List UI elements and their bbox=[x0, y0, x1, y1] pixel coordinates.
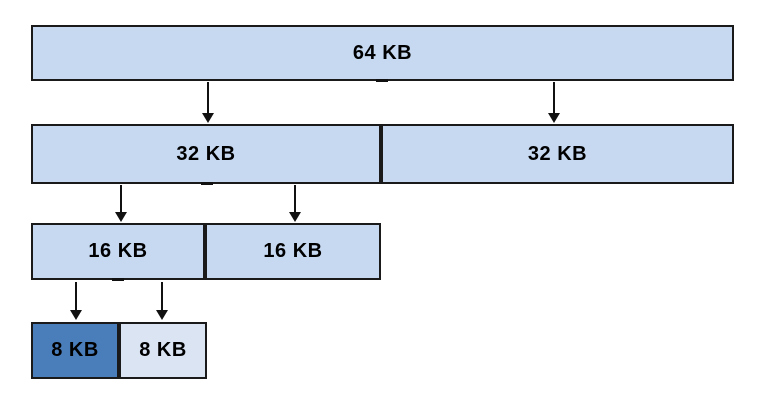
arrow-head-icon bbox=[289, 212, 301, 222]
split-arrow-16-to-8-right bbox=[156, 282, 168, 320]
arrow-head-icon bbox=[156, 310, 168, 320]
connector-stub bbox=[376, 79, 388, 82]
arrow-shaft bbox=[161, 282, 163, 312]
block-8kb-allocated: 8 KB bbox=[31, 322, 119, 379]
arrow-shaft bbox=[120, 185, 122, 214]
split-arrow-16-to-8-left bbox=[70, 282, 82, 320]
split-arrow-64-to-32-left bbox=[202, 82, 214, 123]
arrow-shaft bbox=[75, 282, 77, 312]
block-32kb-right-label: 32 KB bbox=[527, 142, 588, 165]
split-arrow-32-to-16-left bbox=[115, 185, 127, 222]
block-16kb-left-label: 16 KB bbox=[88, 240, 148, 262]
block-8kb-free: 8 KB bbox=[119, 322, 207, 379]
block-8kb-allocated-label: 8 KB bbox=[51, 339, 99, 361]
block-64kb-label: 64 KB bbox=[352, 41, 413, 64]
arrow-head-icon bbox=[70, 310, 82, 320]
block-8kb-free-label: 8 KB bbox=[139, 339, 187, 361]
block-16kb-left: 16 KB bbox=[31, 223, 205, 280]
arrow-head-icon bbox=[548, 113, 560, 123]
block-32kb-left-label: 32 KB bbox=[176, 142, 236, 165]
split-arrow-64-to-32-right bbox=[548, 82, 560, 123]
arrow-shaft bbox=[553, 82, 555, 115]
arrow-head-icon bbox=[202, 113, 214, 123]
connector-stub bbox=[201, 182, 213, 185]
arrow-shaft bbox=[207, 82, 209, 115]
block-32kb-left: 32 KB bbox=[31, 124, 381, 184]
arrow-shaft bbox=[294, 185, 296, 214]
block-64kb: 64 KB bbox=[31, 25, 734, 81]
split-arrow-32-to-16-right bbox=[289, 185, 301, 222]
arrow-head-icon bbox=[115, 212, 127, 222]
connector-stub bbox=[112, 278, 124, 281]
block-16kb-right: 16 KB bbox=[205, 223, 381, 280]
block-16kb-right-label: 16 KB bbox=[263, 240, 323, 262]
block-32kb-right: 32 KB bbox=[381, 124, 734, 184]
